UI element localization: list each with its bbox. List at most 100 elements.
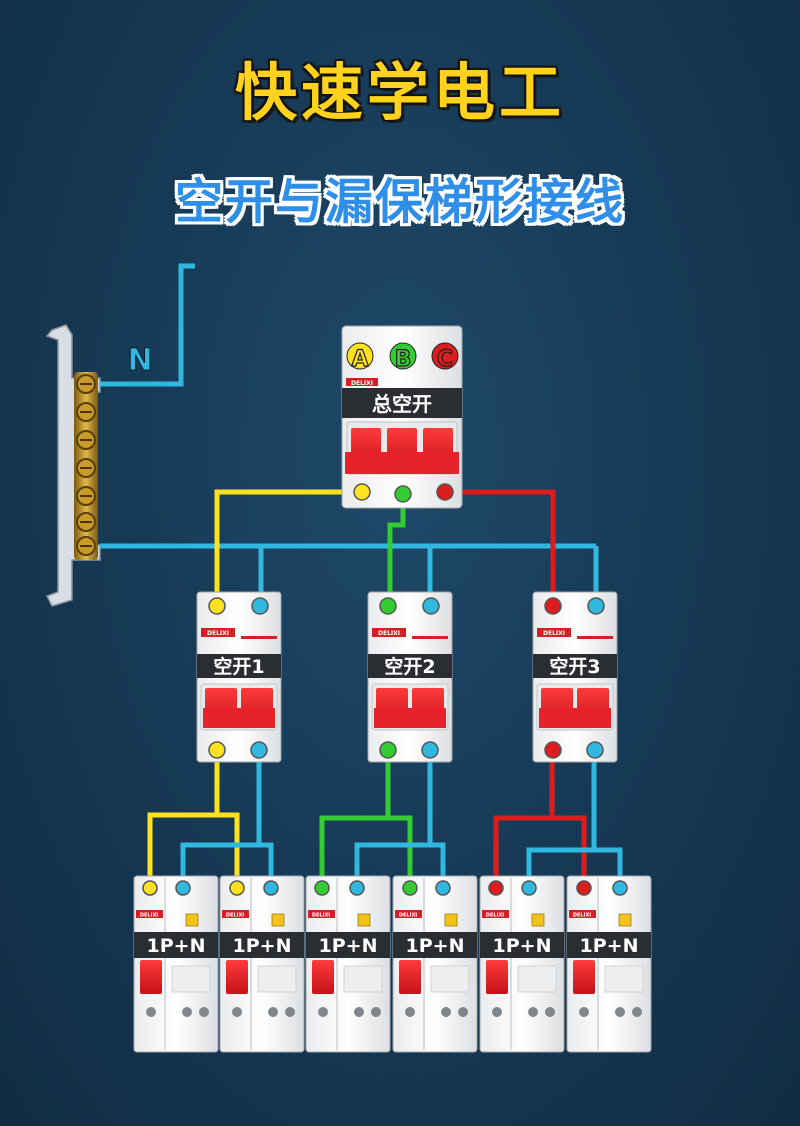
rcbo-test-button <box>185 913 199 927</box>
branch-breaker-brand: DELIXI <box>543 630 565 637</box>
rcbo-screw <box>371 1007 381 1017</box>
rcbo-brand: DELIXI <box>399 913 417 919</box>
rcbo-panel <box>517 965 557 993</box>
branch1-neutral-wire <box>180 750 274 888</box>
rcbo-lever <box>226 960 248 994</box>
rcbo-panel <box>171 965 211 993</box>
rcbo-brand: DELIXI <box>486 913 504 919</box>
rcbo-test-button <box>531 913 545 927</box>
branch-breaker-stripe <box>241 636 277 639</box>
rcbo-label: 1P+N <box>406 935 465 957</box>
rcbo-label: 1P+N <box>580 935 639 957</box>
rcbo-screw <box>615 1007 625 1017</box>
rcbo-brand: DELIXI <box>573 913 591 919</box>
branch-output-neutral <box>421 741 439 759</box>
rcbo-screw <box>405 1007 415 1017</box>
rcbo-test-button <box>444 913 458 927</box>
rcbo-logo <box>308 910 335 918</box>
branch-input-live <box>379 597 397 615</box>
branch-output-live <box>544 741 562 759</box>
phase-c-label: C <box>437 347 453 372</box>
main-terminal-a <box>353 483 371 501</box>
rcbo-screw <box>528 1007 538 1017</box>
rcbo-brand: DELIXI <box>226 913 244 919</box>
rcbo-logo <box>222 910 249 918</box>
branch-input-neutral <box>587 597 605 615</box>
rcbo-label: 1P+N <box>233 935 292 957</box>
rcbo-test-button <box>618 913 632 927</box>
branch-input-neutral <box>251 597 269 615</box>
rcbo-panel <box>257 965 297 993</box>
branch-breaker-label-bar <box>533 654 617 678</box>
rcbo-brand: DELIXI <box>312 913 330 919</box>
branch2-live-wire <box>319 750 413 888</box>
rcbo-label-bar <box>134 932 218 958</box>
rcbo-screw <box>579 1007 589 1017</box>
main-terminal-c <box>436 483 454 501</box>
sub-title: 空开与漏保梯形接线 <box>174 174 625 230</box>
neutral-incoming-wire <box>100 263 195 387</box>
branch-input-live <box>544 597 562 615</box>
phase-b-wire <box>387 494 406 606</box>
branch-breaker-handle <box>374 708 446 728</box>
rcbo-input-live <box>314 880 330 896</box>
rcbo-logo <box>136 910 163 918</box>
branch1-live-wire <box>147 750 240 888</box>
rcbo-6: DELIXI 1P+N <box>566 875 652 1053</box>
main-breaker-brand: DELIXI <box>351 380 373 387</box>
rcbo-screw <box>146 1007 156 1017</box>
rcbo-screw <box>354 1007 364 1017</box>
rcbo-label-bar <box>306 932 390 958</box>
branch3-neutral-wire <box>526 750 623 888</box>
rcbo-screw <box>318 1007 328 1017</box>
rcbo-panel <box>343 965 383 993</box>
rcbo-panel <box>430 965 470 993</box>
rcbo-panel <box>604 965 644 993</box>
rcbo-input-live <box>229 880 245 896</box>
branch-output-neutral <box>250 741 268 759</box>
branch-output-live <box>379 741 397 759</box>
rcbo-test-button <box>357 913 371 927</box>
rcbo-screw <box>458 1007 468 1017</box>
rcbo-label-bar <box>393 932 477 958</box>
branch-breaker-logo <box>537 628 571 637</box>
rcbo-label: 1P+N <box>147 935 206 957</box>
branch-breaker-brand: DELIXI <box>207 630 229 637</box>
phase-a-label: A <box>351 347 368 372</box>
rcbo-screw <box>199 1007 209 1017</box>
rcbo-4: DELIXI 1P+N <box>392 875 478 1053</box>
branch-output-neutral <box>586 741 604 759</box>
branch-breaker-1: DELIXI 空开1 <box>196 591 282 763</box>
rcbo-input-live <box>142 880 158 896</box>
neutral-label: N <box>127 343 152 378</box>
rcbo-screw <box>492 1007 502 1017</box>
rcbo-test-button <box>271 913 285 927</box>
rcbo-label-bar <box>480 932 564 958</box>
rcbo-logo <box>482 910 509 918</box>
main-title: 快速学电工 <box>234 56 565 129</box>
rcbo-brand: DELIXI <box>140 913 158 919</box>
rcbo-label-bar <box>220 932 304 958</box>
rcbo-input-live <box>488 880 504 896</box>
branch-breaker-stripe <box>577 636 613 639</box>
rcbo-1: DELIXI 1P+N <box>133 875 219 1053</box>
rcbo-screw <box>268 1007 278 1017</box>
branch3-live-wire <box>493 750 587 888</box>
branch-breaker-handle <box>203 708 275 728</box>
rcbo-screw <box>232 1007 242 1017</box>
branch-breaker-label: 空开1 <box>213 655 264 678</box>
rcbo-input-neutral <box>521 880 537 896</box>
main-breaker-label: 总空开 <box>372 392 432 416</box>
rcbo-label-bar <box>567 932 651 958</box>
branch-input-neutral <box>422 597 440 615</box>
rcbo-screw <box>285 1007 295 1017</box>
rcbo-lever <box>486 960 508 994</box>
rcbo-input-neutral <box>435 880 451 896</box>
branch-breaker-logo <box>372 628 406 637</box>
branch-input-live <box>208 597 226 615</box>
branch-breaker-stripe <box>412 636 448 639</box>
rcbo-input-live <box>402 880 418 896</box>
